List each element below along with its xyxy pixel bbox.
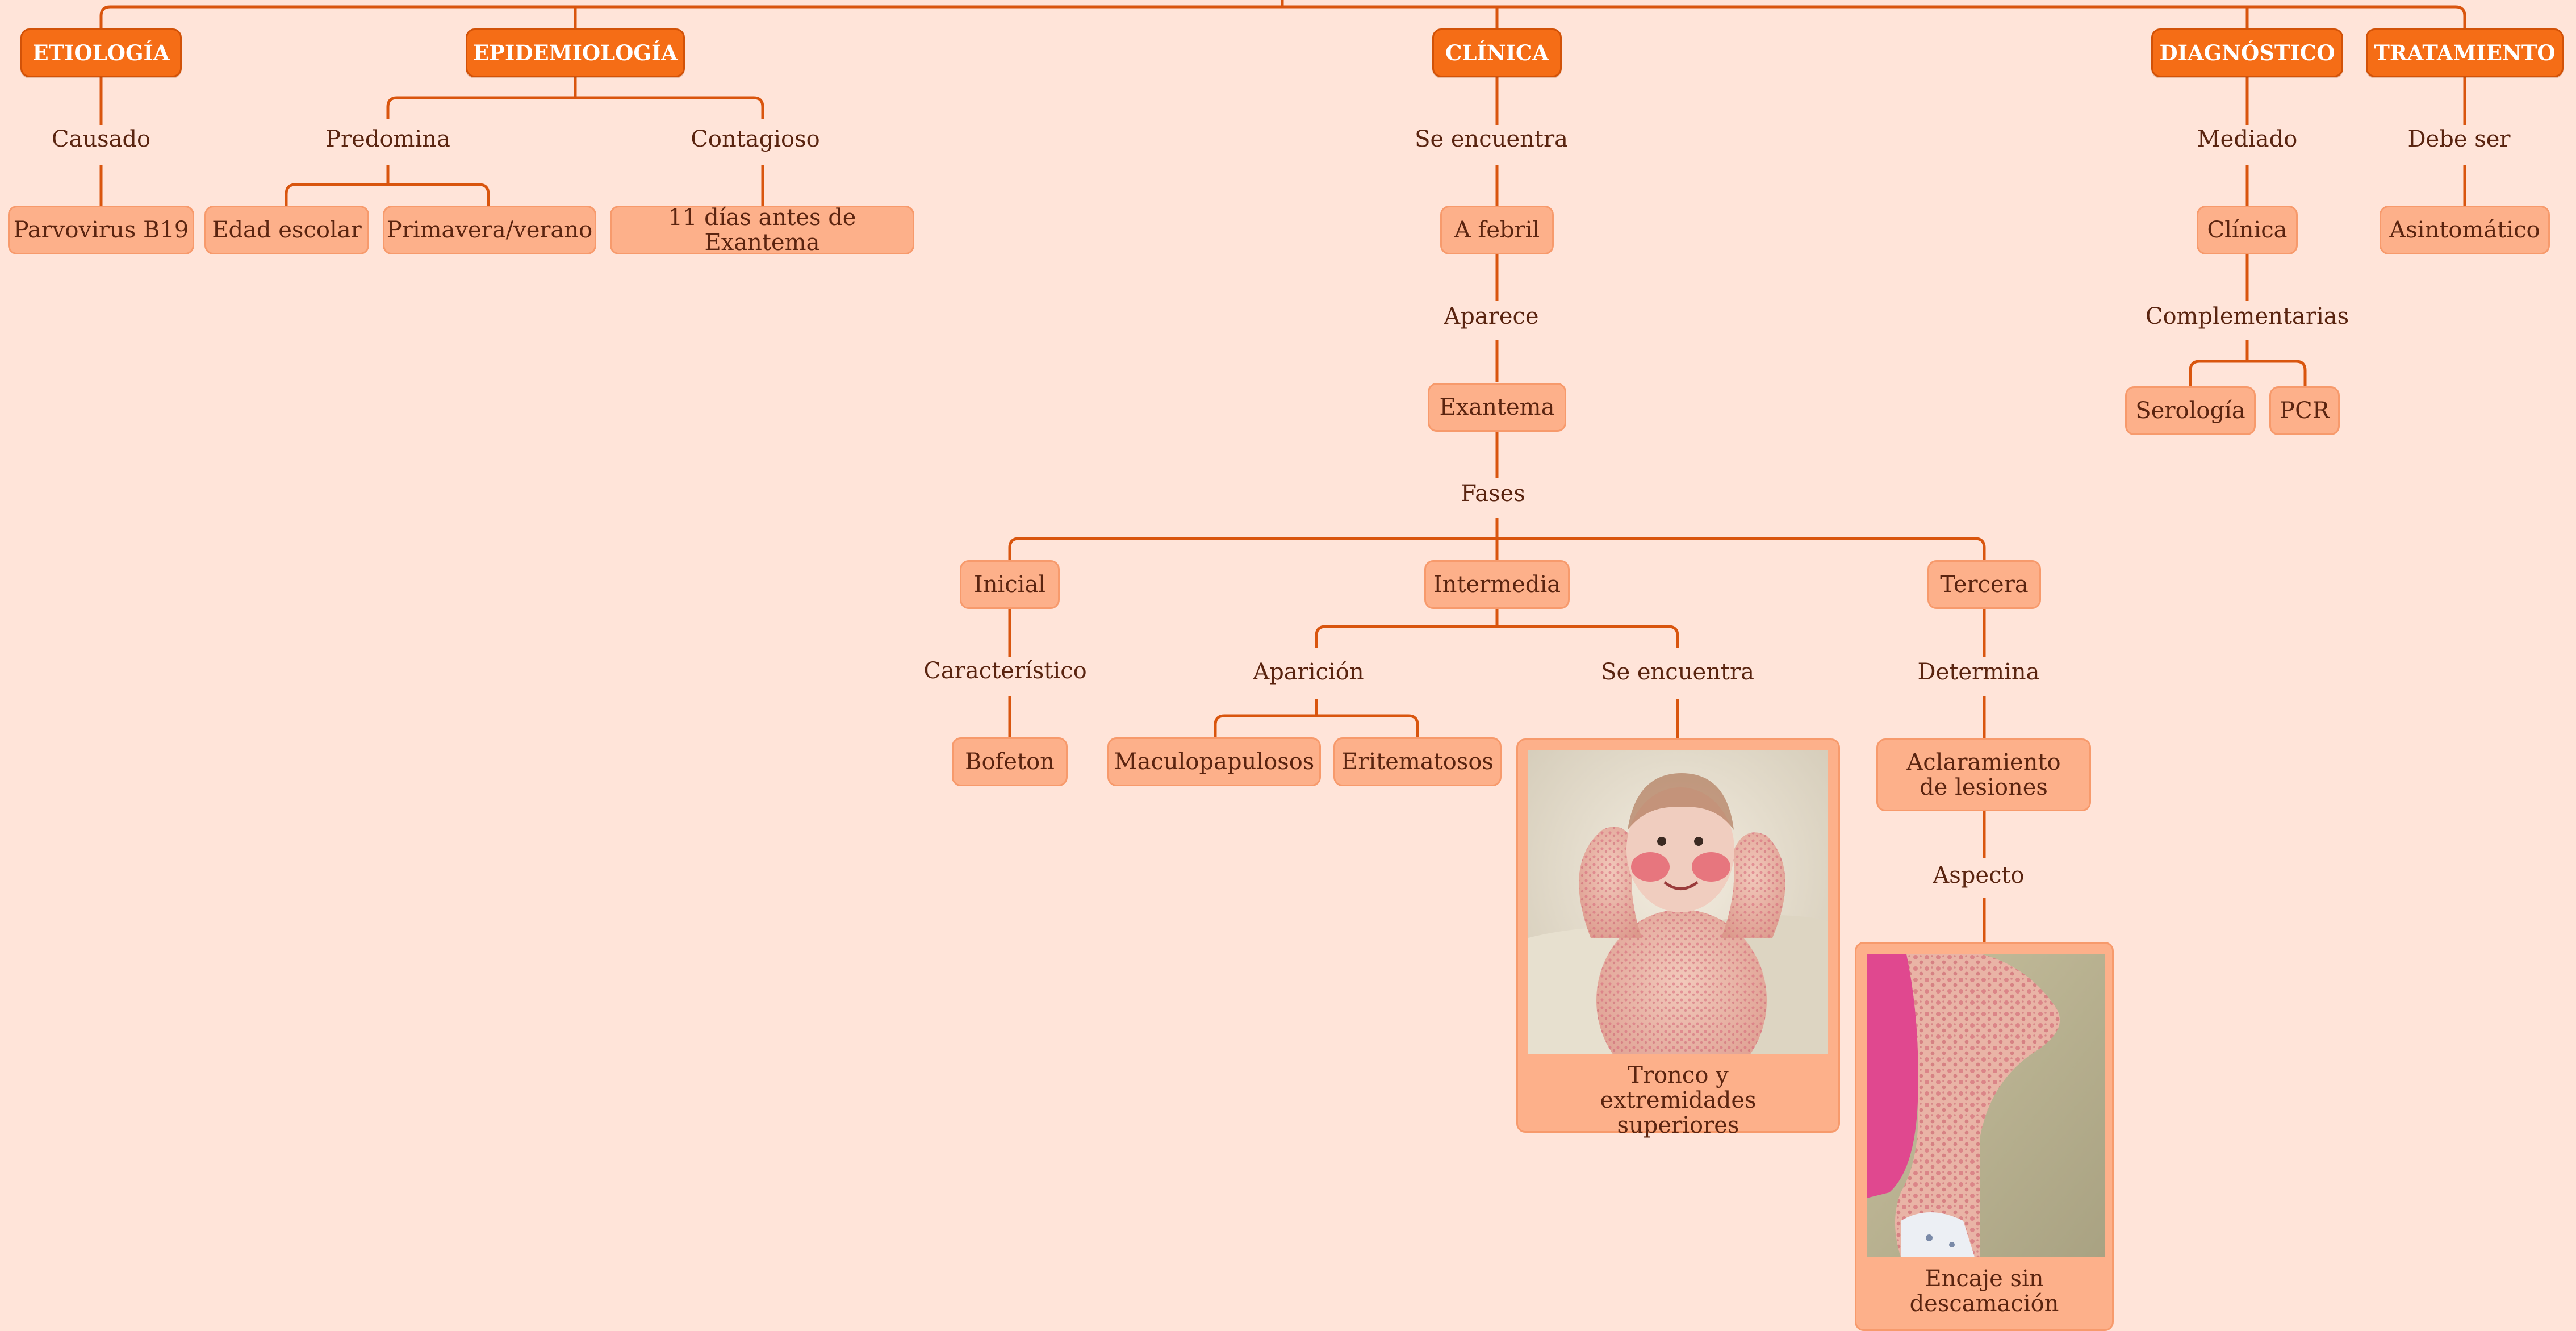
link-label-causado: Causado xyxy=(51,126,151,152)
link-label-se-encuentra-2: Se encuentra xyxy=(1601,659,1754,685)
node-11-dias-antes[interactable]: 11 días antes de Exantema xyxy=(610,205,914,255)
image-node-tronco[interactable]: Tronco y extremidades superiores xyxy=(1516,738,1840,1138)
link-label-complementarias: Complementarias xyxy=(2145,303,2349,329)
node-fase-tercera[interactable]: Tercera xyxy=(1927,560,2041,609)
link-label-predomina: Predomina xyxy=(325,126,450,152)
link-label-aparicion: Aparición xyxy=(1253,659,1364,685)
node-diag-clinica[interactable]: Clínica xyxy=(2197,206,2298,254)
node-a-febril[interactable]: A febril xyxy=(1440,206,1554,254)
category-clinica[interactable]: CLÍNICA xyxy=(1432,28,1562,77)
link-label-aparece: Aparece xyxy=(1444,303,1539,329)
caption-encaje: Encaje sin descamación xyxy=(1909,1266,2059,1317)
link-label-contagioso: Contagioso xyxy=(691,126,820,152)
image-node-encaje[interactable]: Encaje sin descamación xyxy=(1855,942,2114,1331)
node-maculopapulosos[interactable]: Maculopapulosos xyxy=(1107,737,1321,786)
link-label-caracteristico: Característico xyxy=(923,658,1087,684)
node-eritematosos[interactable]: Eritematosos xyxy=(1333,737,1502,786)
node-asintomatico[interactable]: Asintomático xyxy=(2380,206,2550,254)
node-primavera-verano[interactable]: Primavera/verano xyxy=(383,206,596,254)
rash-photo-child-trunk xyxy=(1528,750,1828,1054)
category-tratamiento[interactable]: TRATAMIENTO xyxy=(2366,28,2564,77)
link-label-debe-ser: Debe ser xyxy=(2407,126,2511,152)
node-bofeton[interactable]: Bofeton xyxy=(952,737,1068,786)
link-label-fases: Fases xyxy=(1461,481,1525,507)
category-diagnostico[interactable]: DIAGNÓSTICO xyxy=(2151,28,2343,77)
rash-photo-lace-pattern xyxy=(1867,954,2105,1257)
category-etiologia[interactable]: ETIOLOGÍA xyxy=(20,28,182,77)
category-epidemiologia[interactable]: EPIDEMIOLOGÍA xyxy=(466,28,685,77)
node-fase-intermedia[interactable]: Intermedia xyxy=(1424,560,1570,609)
node-serologia[interactable]: Serología xyxy=(2125,386,2256,435)
node-pcr[interactable]: PCR xyxy=(2269,386,2340,435)
node-exantema[interactable]: Exantema xyxy=(1428,383,1566,432)
node-aclaramiento-lesiones[interactable]: Aclaramiento de lesiones xyxy=(1876,738,2091,811)
link-label-determina: Determina xyxy=(1917,659,2040,685)
node-fase-inicial[interactable]: Inicial xyxy=(960,560,1060,609)
node-parvovirus-b19[interactable]: Parvovirus B19 xyxy=(8,206,194,254)
link-label-se-encuentra: Se encuentra xyxy=(1415,126,1568,152)
link-label-mediado: Mediado xyxy=(2197,126,2298,152)
caption-tronco: Tronco y extremidades superiores xyxy=(1600,1062,1757,1138)
node-edad-escolar[interactable]: Edad escolar xyxy=(204,206,369,254)
link-label-aspecto: Aspecto xyxy=(1933,862,2025,888)
